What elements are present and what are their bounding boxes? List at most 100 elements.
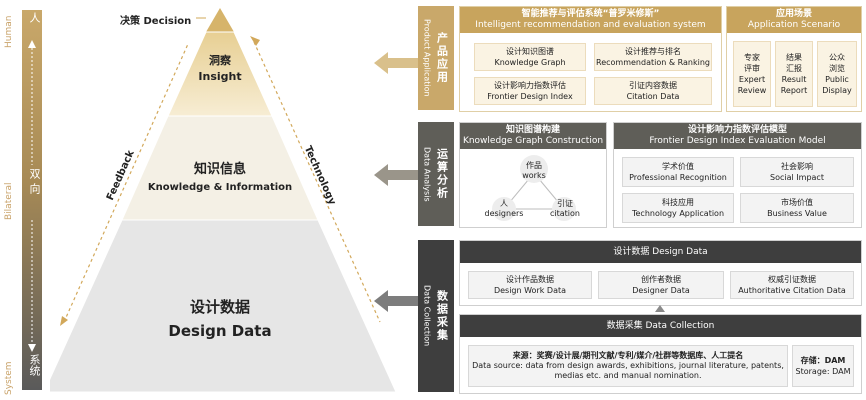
bilateral-cn-label: 双向 xyxy=(28,168,41,198)
designer-data-item: 创作者数据 Designer Data xyxy=(598,271,724,299)
arrow-collection-icon xyxy=(374,290,418,312)
insight-en: Insight xyxy=(198,70,242,83)
source-en: Data source: data from design awards, ex… xyxy=(472,361,784,380)
scenario-header: 应用场景 Application Scenario xyxy=(727,7,861,33)
node-cn: 引证 xyxy=(557,199,573,208)
pyramid-tip xyxy=(206,8,234,32)
product-side-en: Product Application xyxy=(422,19,432,97)
collection-header: 数据采集 Data Collection xyxy=(460,315,861,337)
storage-box: 存储：DAM Storage: DAM xyxy=(792,345,854,387)
item-cn: 设计推荐与排名 xyxy=(625,47,681,56)
item-en: Frontier Design Index xyxy=(487,92,573,101)
model-header: 设计影响力指数评估模型 Frontier Design Index Evalua… xyxy=(614,123,861,149)
scenario-en: Public Display xyxy=(822,75,852,95)
arrow-product-icon xyxy=(374,52,418,74)
bilateral-label: Bilateral xyxy=(4,182,14,220)
type-cn: 创作者数据 xyxy=(641,275,681,284)
knowledge-en: Knowledge & Information xyxy=(147,182,293,193)
kg-title-en: Knowledge Graph Construction xyxy=(462,136,604,146)
scenario-cn: 公众 浏览 xyxy=(829,53,845,73)
human-cn-label: 人 xyxy=(28,12,41,23)
design-work-data-item: 设计作品数据 Design Work Data xyxy=(468,271,592,299)
scenario-en: Expert Review xyxy=(737,75,767,95)
expert-review-item: 专家 评审 Expert Review xyxy=(733,41,771,107)
knowledge-graph-network xyxy=(492,155,576,221)
professional-recognition-item: 学术价值 Professional Recognition xyxy=(622,157,734,187)
data-collection-side: 数据采集 Data Collection xyxy=(418,240,454,392)
metric-en: Business Value xyxy=(767,209,827,218)
citation-node: 引证 citation xyxy=(544,199,586,219)
type-en: Authoritative Citation Data xyxy=(738,286,846,295)
metric-en: Technology Application xyxy=(631,209,725,218)
type-en: Design Work Data xyxy=(493,286,567,295)
frontier-index-item: 设计影响力指数评估 Frontier Design Index xyxy=(474,77,586,105)
scenario-title-cn: 应用场景 xyxy=(775,9,812,19)
index-model-panel: 设计影响力指数评估模型 Frontier Design Index Evalua… xyxy=(613,122,862,228)
bilateral-axis-bar xyxy=(22,10,42,390)
scenario-cn: 专家 评审 xyxy=(744,53,760,73)
node-cn: 人 xyxy=(500,199,508,208)
item-cn: 设计知识图谱 xyxy=(506,47,554,56)
item-cn: 引证内容数据 xyxy=(629,81,677,90)
node-en: designers xyxy=(484,209,524,218)
product-side-cn: 产品应用 xyxy=(435,32,449,84)
node-en: works xyxy=(522,171,546,180)
technology-application-item: 科技应用 Technology Application xyxy=(622,193,734,223)
model-title-en: Frontier Design Index Evaluation Model xyxy=(649,136,826,146)
works-node: 作品 works xyxy=(514,161,554,181)
scenario-panel: 应用场景 Application Scenario 专家 评审 Expert R… xyxy=(726,6,862,112)
decision-label: 决策 Decision xyxy=(120,16,192,27)
knowledge-cn: 知识信息 xyxy=(193,162,246,177)
metric-en: Professional Recognition xyxy=(629,173,727,182)
collection-side-cn: 数据采集 xyxy=(435,290,449,342)
bilateral-arrow-icon xyxy=(28,40,36,352)
design-data-header: 设计数据 Design Data xyxy=(460,241,861,263)
result-report-item: 结果 汇报 Result Report xyxy=(775,41,813,107)
knowledge-graph-item: 设计知识图谱 Knowledge Graph xyxy=(474,43,586,71)
item-en: Recommendation & Ranking xyxy=(596,58,710,67)
up-arrow-icon xyxy=(655,305,665,312)
item-en: Citation Data xyxy=(626,92,680,101)
analysis-side-cn: 运算分析 xyxy=(435,148,449,200)
scenario-title-en: Application Scenario xyxy=(747,20,841,30)
insight-cn: 洞察 xyxy=(209,54,231,67)
system-header: 智能推荐与评估系统“普罗米修斯” Intelligent recommendat… xyxy=(460,7,721,33)
storage-cn: 存储：DAM xyxy=(800,356,846,365)
design-data-cn: 设计数据 xyxy=(189,298,250,316)
collection-panel: 数据采集 Data Collection 来源：奖赛/设计展/期刊文献/专利/媒… xyxy=(459,314,862,394)
system-cn-label: 系统 xyxy=(28,354,41,376)
system-title-en: Intelligent recommendation and evaluatio… xyxy=(475,20,706,30)
metric-cn: 社会影响 xyxy=(781,162,813,171)
design-data-panel: 设计数据 Design Data 设计作品数据 Design Work Data… xyxy=(459,240,862,306)
type-en: Designer Data xyxy=(632,286,690,295)
system-title-cn: 智能推荐与评估系统“普罗米修斯” xyxy=(521,9,660,19)
system-panel: 智能推荐与评估系统“普罗米修斯” Intelligent recommendat… xyxy=(459,6,722,112)
model-title-cn: 设计影响力指数评估模型 xyxy=(687,125,787,135)
metric-en: Social Impact xyxy=(770,173,824,182)
business-value-item: 市场价值 Business Value xyxy=(740,193,854,223)
kg-header: 知识图谱构建 Knowledge Graph Construction xyxy=(460,123,606,149)
metric-cn: 市场价值 xyxy=(781,198,813,207)
recommendation-item: 设计推荐与排名 Recommendation & Ranking xyxy=(594,43,712,71)
data-source-box: 来源：奖赛/设计展/期刊文献/专利/媒介/社群等数据库、人工提名 Data so… xyxy=(468,345,788,387)
knowledge-graph-panel: 知识图谱构建 Knowledge Graph Construction 作品 w… xyxy=(459,122,607,228)
social-impact-item: 社会影响 Social Impact xyxy=(740,157,854,187)
pyramid-diagram xyxy=(50,8,397,393)
scenario-cn: 结果 汇报 xyxy=(786,53,802,73)
metric-cn: 学术价值 xyxy=(662,162,694,171)
node-en: citation xyxy=(550,209,580,218)
data-layer xyxy=(50,219,397,393)
arrow-analysis-icon xyxy=(374,164,418,186)
storage-en: Storage: DAM xyxy=(795,367,851,376)
scenario-en: Result Report xyxy=(780,75,808,95)
node-cn: 作品 xyxy=(526,161,542,170)
system-label: System xyxy=(4,361,14,395)
type-cn: 权威引证数据 xyxy=(768,275,816,284)
citation-data-item: 引证内容数据 Citation Data xyxy=(594,77,712,105)
item-cn: 设计影响力指数评估 xyxy=(494,81,566,90)
human-label: Human xyxy=(4,15,14,48)
analysis-side-en: Data Analysis xyxy=(422,146,432,202)
data-analysis-side: 运算分析 Data Analysis xyxy=(418,122,454,226)
kg-title-cn: 知识图谱构建 xyxy=(505,125,560,135)
type-cn: 设计作品数据 xyxy=(506,275,554,284)
